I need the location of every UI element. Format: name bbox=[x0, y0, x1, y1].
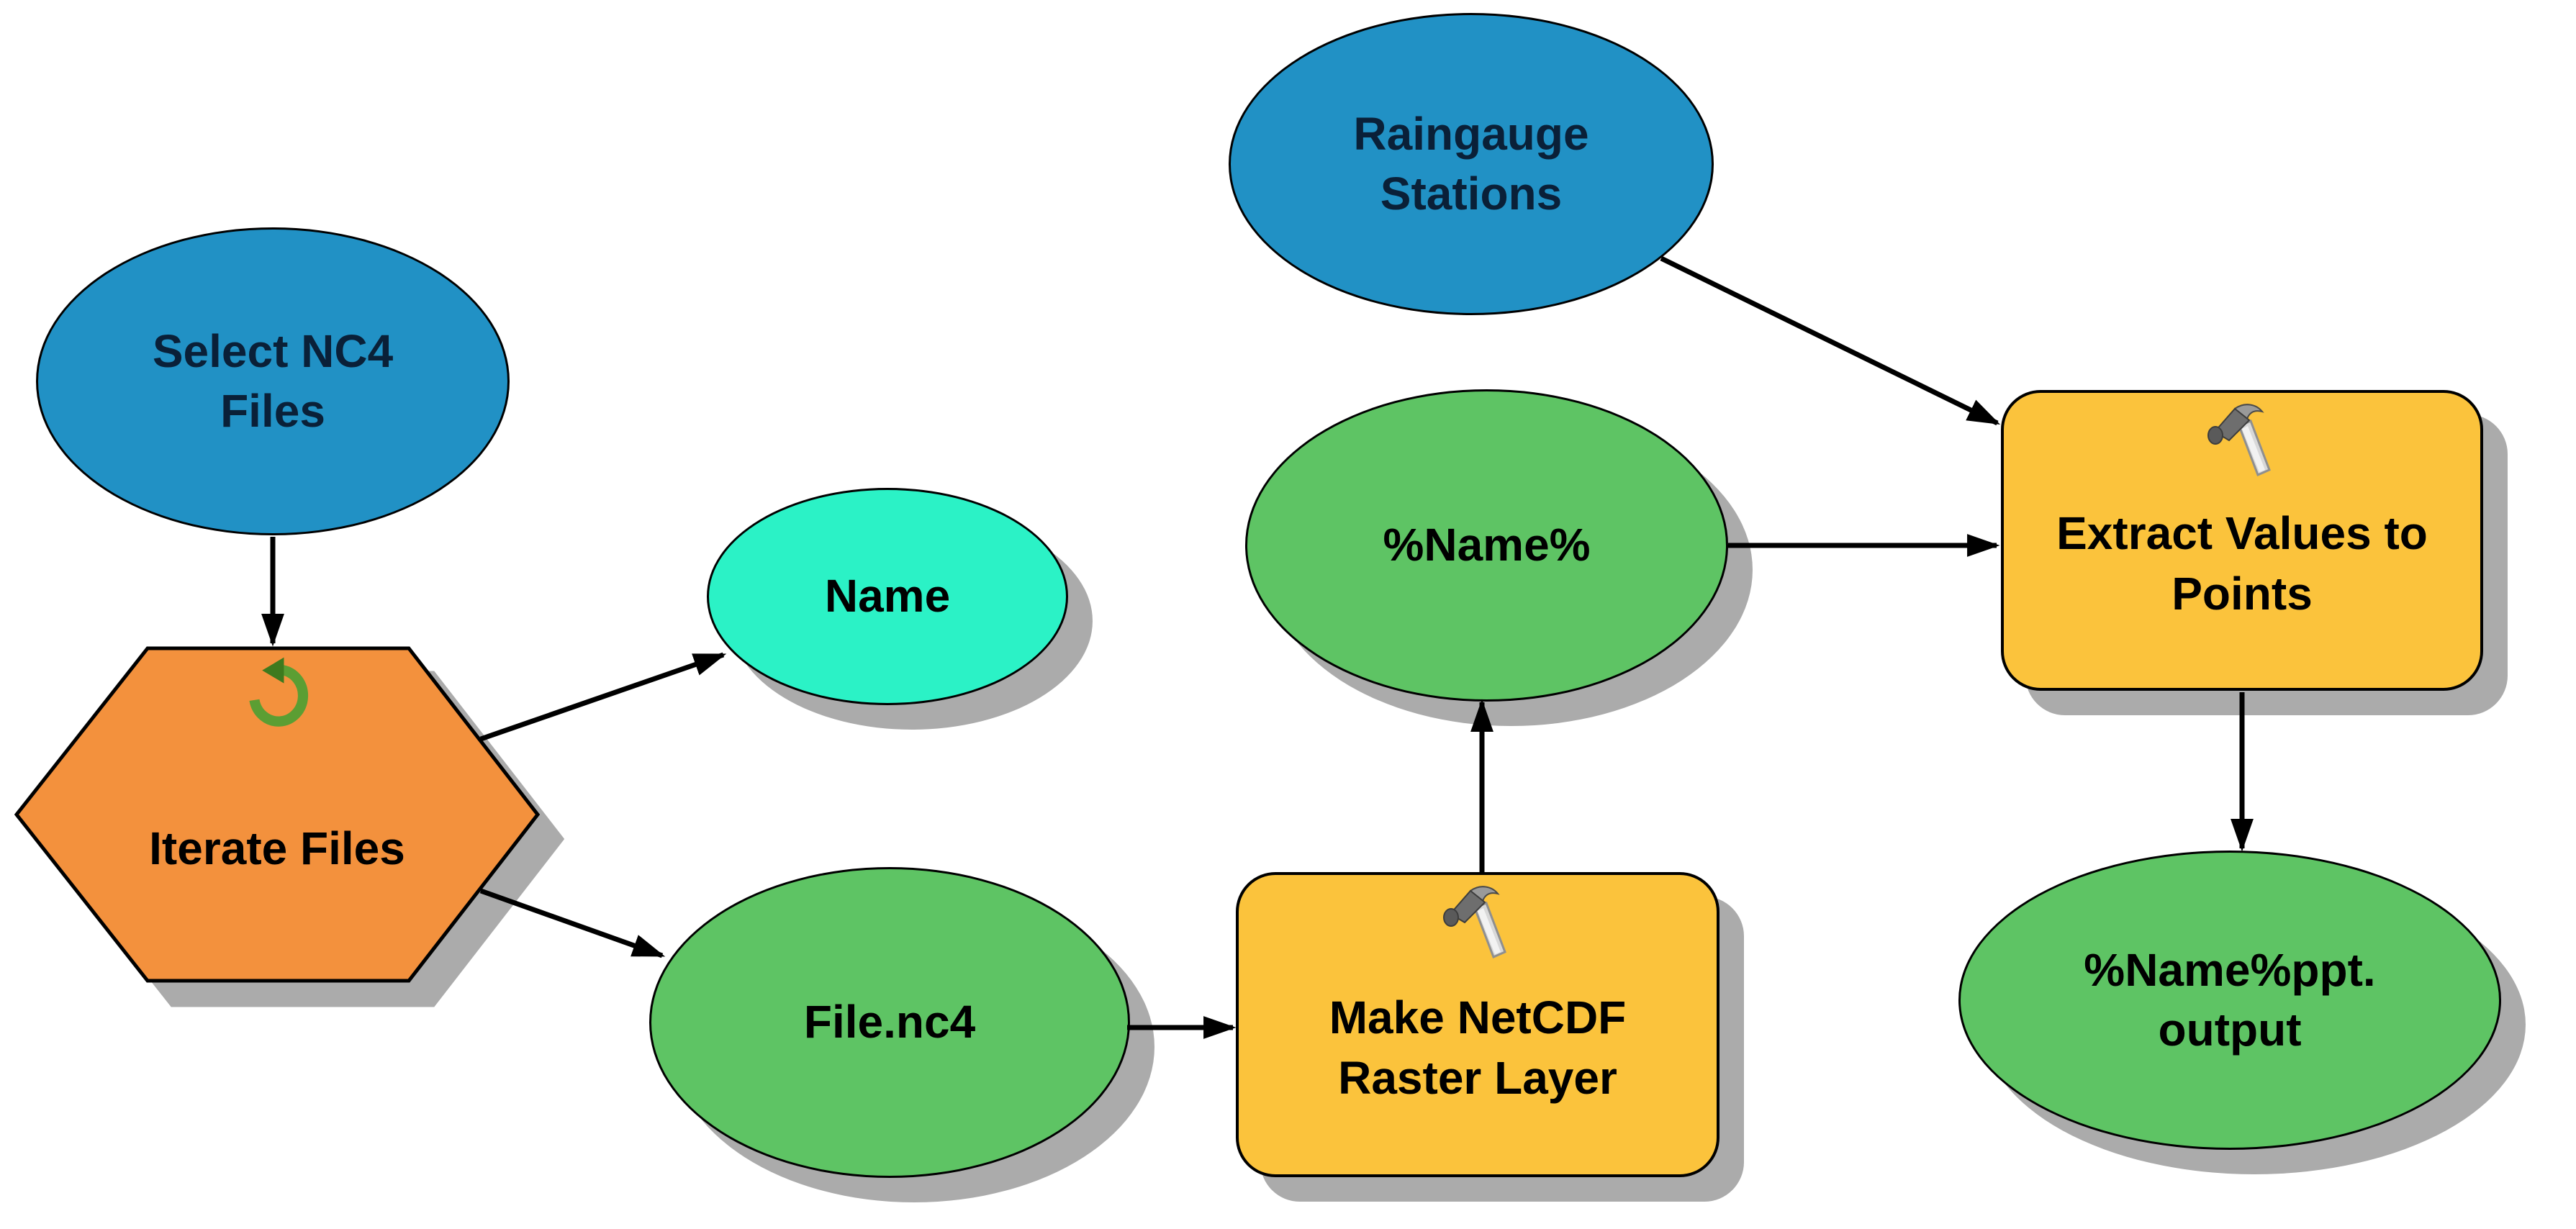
node-select-nc4-files[interactable]: Select NC4 Files bbox=[36, 227, 510, 535]
node-label: Make NetCDF Raster Layer bbox=[1329, 992, 1627, 1104]
loop-icon bbox=[249, 657, 309, 727]
hexagon-shape bbox=[14, 646, 540, 983]
node-label: %Name%ppt. output bbox=[2084, 943, 2376, 1056]
node-label: Iterate Files bbox=[149, 822, 405, 875]
node-iterate-files[interactable]: Iterate Files bbox=[14, 646, 540, 983]
node-name[interactable]: Name bbox=[707, 488, 1068, 705]
node-extract-values-to-points[interactable]: Extract Values to Points bbox=[2001, 390, 2483, 691]
hammer-icon bbox=[1443, 886, 1506, 959]
node-raingauge-stations[interactable]: Raingauge Stations bbox=[1229, 13, 1714, 315]
node-name-ppt-output[interactable]: %Name%ppt. output bbox=[1958, 851, 2501, 1150]
node-make-netcdf-raster-layer[interactable]: Make NetCDF Raster Layer bbox=[1236, 872, 1719, 1177]
node-label: Extract Values to Points bbox=[2056, 507, 2428, 620]
edge-iterate-files-to-name[interactable] bbox=[479, 652, 727, 742]
hammer-icon bbox=[2207, 404, 2271, 477]
node-label: %Name% bbox=[1383, 519, 1591, 571]
edge-raingauge-stations-to-extract-values-to-points[interactable] bbox=[1660, 255, 2001, 426]
node-pct-name[interactable]: %Name% bbox=[1245, 389, 1728, 702]
node-label: Name bbox=[824, 570, 951, 622]
edge-iterate-files-to-file-nc4[interactable] bbox=[479, 888, 666, 958]
node-file-nc4[interactable]: File.nc4 bbox=[649, 867, 1130, 1178]
node-label: Raingauge Stations bbox=[1353, 107, 1589, 219]
node-label: Select NC4 Files bbox=[152, 325, 394, 437]
node-label: File.nc4 bbox=[803, 996, 976, 1048]
